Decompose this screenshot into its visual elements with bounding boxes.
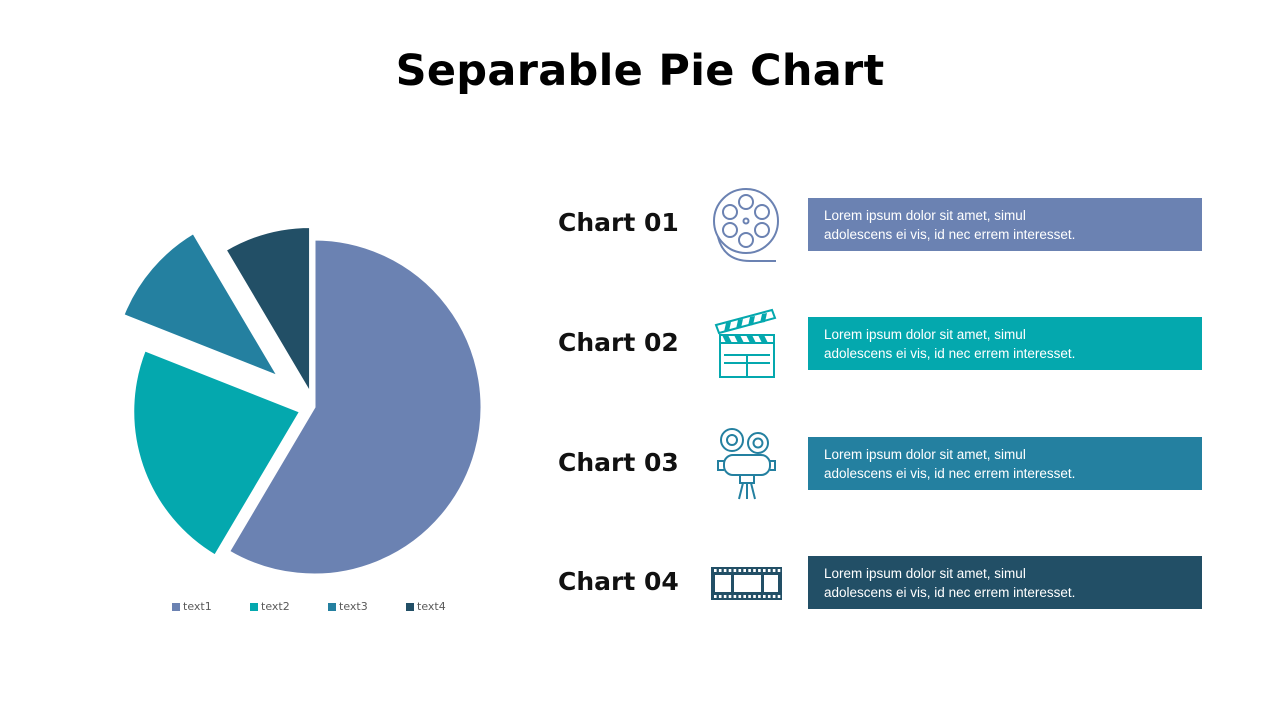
legend-label: text1 [183,600,212,613]
film-perforation [738,595,742,598]
legend-label: text3 [339,600,368,613]
description-line: Lorem ipsum dolor sit amet, simul [824,327,1026,342]
film-perforation [743,569,746,572]
film-perforation [777,595,781,598]
movie-camera-icon [717,428,776,500]
film-perforation [772,595,776,598]
film-perforation [753,569,756,572]
film-perforation [728,595,732,598]
film-strip-icon [711,567,782,600]
film-perforation [748,569,751,572]
description-line: adolescens ei vis, id nec errem interess… [824,466,1076,481]
description-line: Lorem ipsum dolor sit amet, simul [824,447,1026,462]
description-line: Lorem ipsum dolor sit amet, simul [824,566,1026,581]
legend-item: text4 [406,600,484,613]
pie-slice-text4 [222,224,313,400]
legend-item: text2 [250,600,328,613]
film-perforation [714,595,717,598]
legend-label: text4 [417,600,446,613]
row-label-chart-02: Chart 02 [558,328,679,357]
film-perforation [777,569,781,572]
description-line: adolescens ei vis, id nec errem interess… [824,585,1076,600]
legend-item: text1 [172,600,250,613]
legend-swatch [250,602,258,611]
film-perforation [718,595,722,598]
description-box-chart-04: Lorem ipsum dolor sit amet, simul adoles… [808,556,1202,609]
film-perforation [767,569,771,572]
film-perforation [763,595,766,598]
row-label-chart-01: Chart 01 [558,208,679,237]
film-reel-icon [713,188,779,262]
legend-swatch [328,602,336,611]
page-title: Separable Pie Chart [395,46,885,96]
legend-swatch [406,602,414,611]
row-label-chart-04: Chart 04 [558,567,679,596]
description-line: adolescens ei vis, id nec errem interess… [824,346,1076,361]
film-perforation [763,569,766,572]
description-line: Lorem ipsum dolor sit amet, simul [824,208,1026,223]
film-perforation [753,595,756,598]
film-perforation [723,595,727,598]
film-perforation [733,569,737,572]
pie-slice-text1 [226,237,484,577]
pie-slice-text3 [120,230,283,381]
film-perforation [758,595,761,598]
legend-label: text2 [261,600,290,613]
film-perforation [733,595,737,598]
film-perforation [723,569,727,572]
film-perforation [758,569,761,572]
film-perforation [718,569,722,572]
film-perforation [743,595,746,598]
film-perforation [728,569,732,572]
description-line: adolescens ei vis, id nec errem interess… [824,227,1076,242]
pie-slice-text2 [131,347,303,559]
row-label-chart-03: Chart 03 [558,448,679,477]
legend-swatch [172,602,180,611]
pie-chart [120,224,484,577]
film-perforation [738,569,742,572]
description-box-chart-03: Lorem ipsum dolor sit amet, simul adoles… [808,437,1202,490]
description-box-chart-02: Lorem ipsum dolor sit amet, simul adoles… [808,317,1202,370]
legend-item: text3 [328,600,406,613]
film-perforation [767,595,771,598]
clapperboard-icon [714,308,777,378]
film-perforation [748,595,751,598]
film-perforation [714,569,717,572]
chart-legend: text1 text2 text3 text4 [172,600,484,613]
description-box-chart-01: Lorem ipsum dolor sit amet, simul adoles… [808,198,1202,251]
film-perforation [772,569,776,572]
